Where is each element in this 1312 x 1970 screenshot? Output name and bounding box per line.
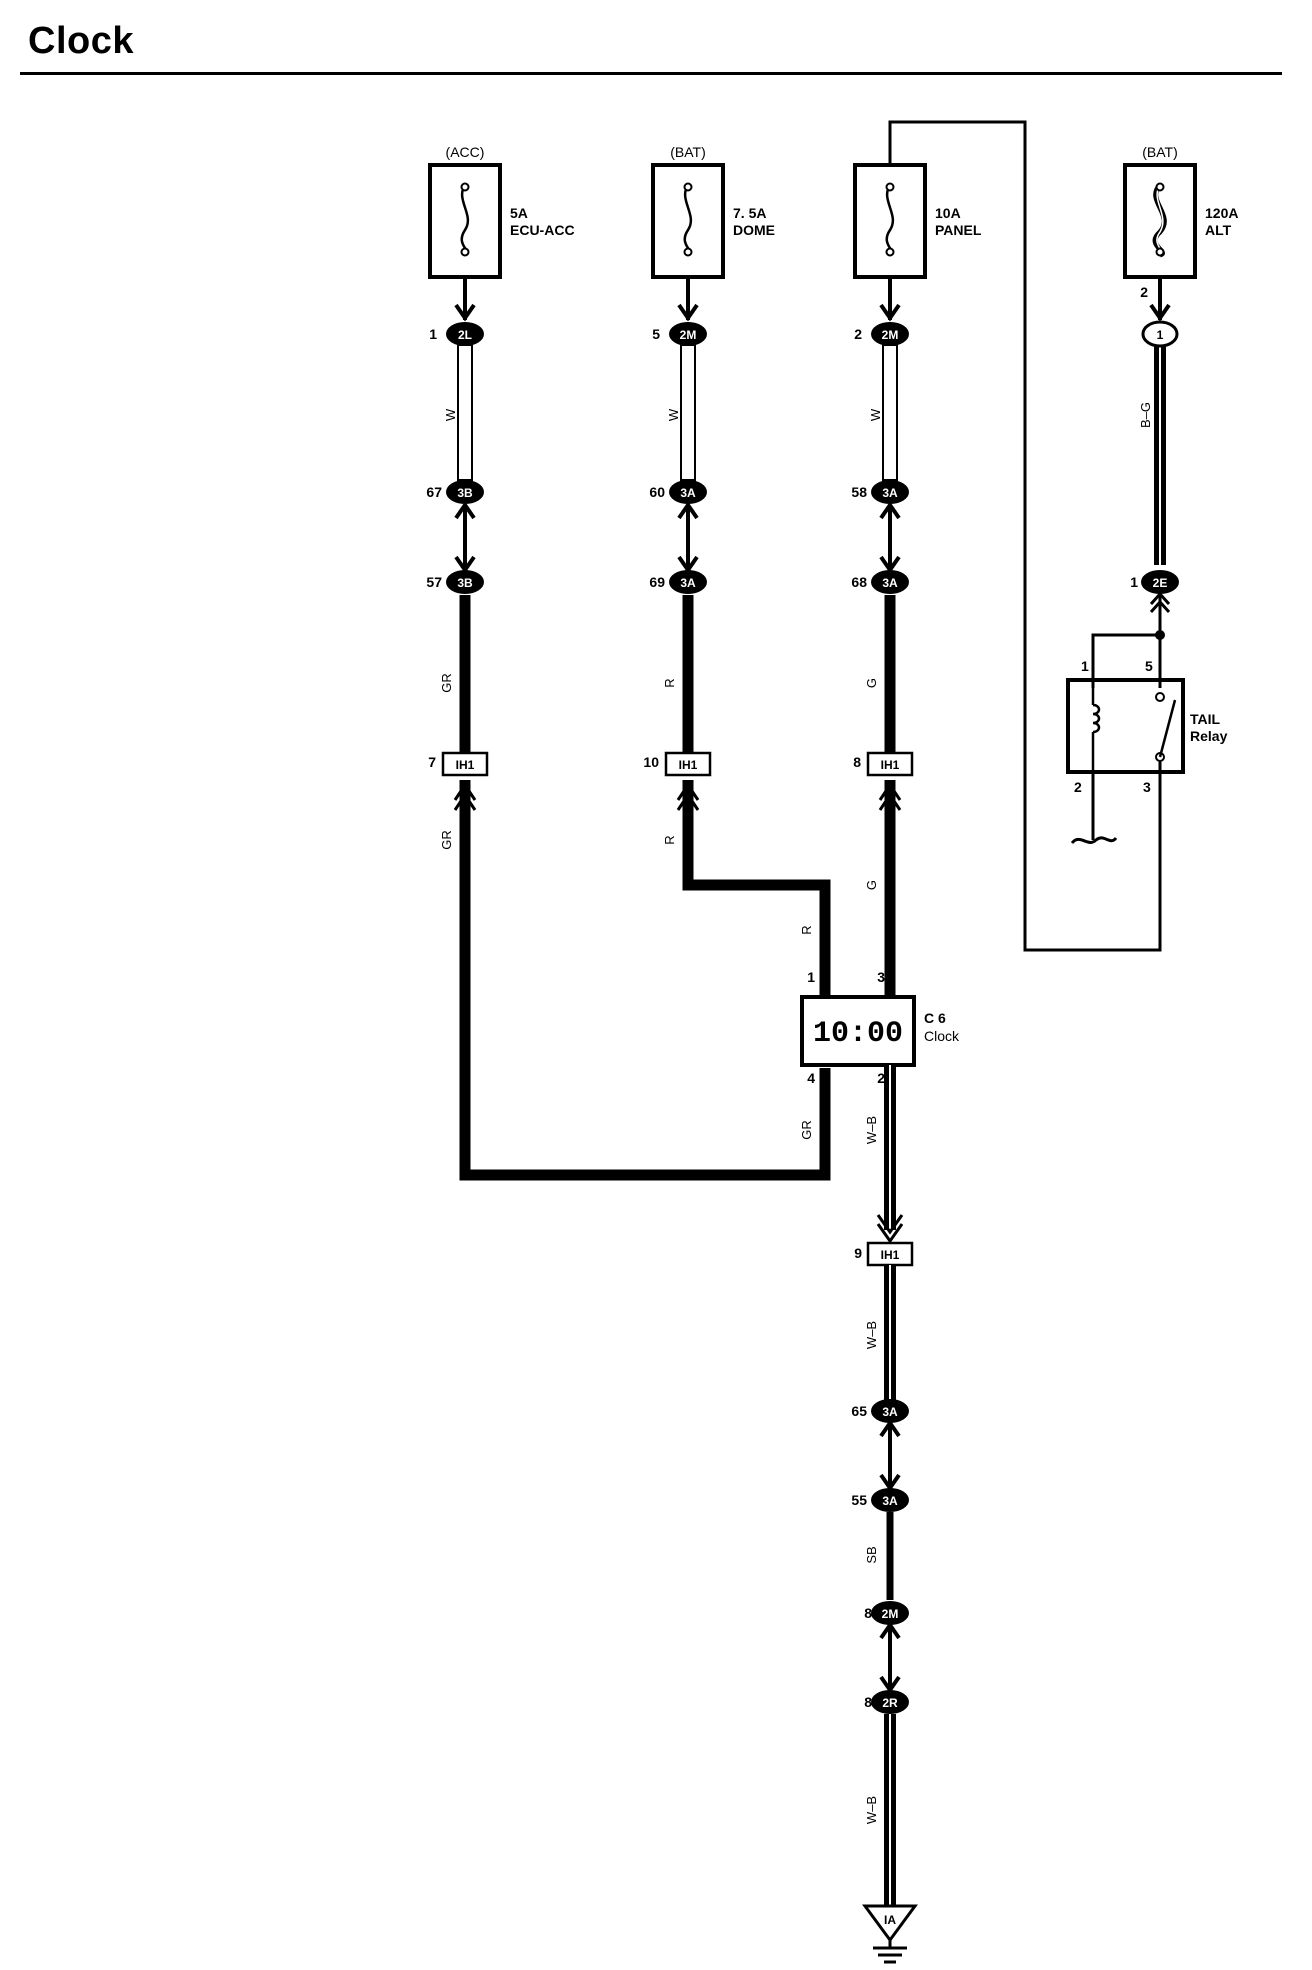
fuse-ecu-acc: (ACC) 5A ECU-ACC: [428, 144, 575, 279]
wire-label-ground-wb-2: W–B: [864, 1796, 879, 1824]
title-rule: [20, 72, 1282, 75]
conn-3a-b-id: 3A: [680, 576, 696, 590]
fuse-panel-name: PANEL: [935, 222, 982, 238]
conn-3a-c-id: 3A: [882, 486, 898, 500]
conn-3b-b-id: 3B: [457, 576, 473, 590]
wire-label-clock-r: R: [799, 925, 814, 934]
mid-connector-links: [454, 501, 901, 574]
clock-pin-4: 4: [807, 1070, 815, 1086]
ground-conn-2m-id: 2M: [882, 1607, 899, 1621]
connectors-mid: 67 3B 57 3B 60 3A 69 3A 58 3A 68 3A 1 2E: [426, 480, 1179, 594]
page-title: Clock: [28, 20, 134, 62]
junction-ih1-a-id: IH1: [456, 758, 475, 772]
junctions-ih1: 7 IH1 10 IH1 8 IH1: [428, 751, 914, 777]
relay-pin-2: 2: [1074, 779, 1082, 795]
conn-2m-b-pin: 2: [854, 326, 862, 342]
ground-junction-pin: 9: [854, 1245, 862, 1261]
wire-label-clock-wb: W–B: [864, 1116, 879, 1144]
fuse-alt: (BAT) 120A ALT: [1123, 144, 1238, 279]
junction-ih1-a-pin: 7: [428, 754, 436, 770]
clock-code: C 6: [924, 1010, 946, 1026]
conn-3b-a-id: 3B: [457, 486, 473, 500]
junction-ih1-b-pin: 10: [643, 754, 659, 770]
column-wires-white: [454, 277, 1171, 565]
conn-2m-a-id: 2M: [680, 328, 697, 342]
ground-junction-id: IH1: [881, 1248, 900, 1262]
alt-fuse-pin: 2: [1140, 284, 1148, 300]
fuse-ecu-acc-source: (ACC): [446, 144, 485, 160]
fuse-alt-rating: 120A: [1205, 205, 1238, 221]
wire-label-col3-g-2: G: [864, 880, 879, 890]
conn-3a-d-id: 3A: [882, 576, 898, 590]
fuse-ecu-acc-rating: 5A: [510, 205, 528, 221]
wire-panel-feed: [888, 120, 1162, 952]
ground-conn-2r-pin: 8: [864, 1694, 872, 1710]
conn-alt-1-id: 1: [1157, 328, 1164, 342]
relay-pin-5: 5: [1145, 658, 1153, 674]
wire-label-alt-bg: B–G: [1138, 402, 1153, 428]
ground-point-id: IA: [884, 1913, 896, 1927]
ground-conn-3a-a-pin: 65: [851, 1403, 867, 1419]
wire-labels: W W W B–G GR R G GR R G R GR W–B: [439, 402, 1153, 1144]
conn-2l-pin: 1: [429, 326, 437, 342]
conn-3a-a-id: 3A: [680, 486, 696, 500]
ground-conn-3a-b-id: 3A: [882, 1494, 898, 1508]
relay-name-2: Relay: [1190, 728, 1228, 744]
tail-relay: 1 5 TAIL Relay 2 3: [1066, 591, 1228, 845]
fuse-panel-rating: 10A: [935, 205, 961, 221]
wire-label-clock-gr: GR: [799, 1120, 814, 1140]
wire-label-col2-r-2: R: [662, 835, 677, 844]
wire-label-col3-g: G: [864, 678, 879, 688]
fuse-dome-source: (BAT): [670, 144, 706, 160]
junction-ih1-c-id: IH1: [881, 758, 900, 772]
wire-label-col1-gr: GR: [439, 673, 454, 693]
wire-label-col2-r: R: [662, 678, 677, 687]
conn-3a-d-pin: 68: [851, 574, 867, 590]
wire-label-col1-gr-2: GR: [439, 830, 454, 850]
clock-pin-1: 1: [807, 969, 815, 985]
ground-path: 9 IH1 W–B 65 3A 55 3A SB 8 2M 8 2R W–B I…: [851, 1065, 918, 1964]
conn-3a-c-pin: 58: [851, 484, 867, 500]
conn-2l-id: 2L: [458, 328, 472, 342]
clock-display: 10:00: [813, 1017, 903, 1051]
ground-conn-2r-id: 2R: [882, 1696, 898, 1710]
conn-2m-b-id: 2M: [882, 328, 899, 342]
wire-label-ground-wb-1: W–B: [864, 1321, 879, 1349]
ground-conn-2m-pin: 8: [864, 1605, 872, 1621]
fuse-ecu-acc-name: ECU-ACC: [510, 222, 575, 238]
fuse-panel: 10A PANEL: [853, 163, 982, 279]
connectors-top: 1 2L 5 2M 2 2M 2 1: [429, 284, 1179, 348]
wire-label-col2-w: W: [666, 408, 681, 421]
wire-label-ground-sb: SB: [864, 1546, 879, 1563]
clock-name: Clock: [924, 1028, 960, 1044]
thick-wires: [453, 595, 902, 1181]
conn-2m-a-pin: 5: [652, 326, 660, 342]
fuse-dome: (BAT) 7. 5A DOME: [651, 144, 775, 279]
conn-2e-id: 2E: [1153, 576, 1168, 590]
relay-name-1: TAIL: [1190, 711, 1221, 727]
wire-label-col3-w: W: [868, 408, 883, 421]
conn-3a-b-pin: 69: [649, 574, 665, 590]
fuse-alt-source: (BAT): [1142, 144, 1178, 160]
fuse-dome-rating: 7. 5A: [733, 205, 766, 221]
junction-ih1-b-id: IH1: [679, 758, 698, 772]
ground-conn-3a-a-id: 3A: [882, 1405, 898, 1419]
clock-component: 1 3 10:00 C 6 Clock 4 2: [800, 969, 960, 1086]
conn-3a-a-pin: 60: [649, 484, 665, 500]
clock-pin-2: 2: [877, 1070, 885, 1086]
conn-3b-b-pin: 57: [426, 574, 442, 590]
conn-3b-a-pin: 67: [426, 484, 442, 500]
ground-conn-3a-b-pin: 55: [851, 1492, 867, 1508]
relay-pin-1: 1: [1081, 658, 1089, 674]
conn-2e-pin: 1: [1130, 574, 1138, 590]
clock-pin-3: 3: [877, 969, 885, 985]
wire-label-col1-w: W: [443, 408, 458, 421]
junction-ih1-c-pin: 8: [853, 754, 861, 770]
fuse-alt-name: ALT: [1205, 222, 1232, 238]
fuse-dome-name: DOME: [733, 222, 775, 238]
relay-pin-3: 3: [1143, 779, 1151, 795]
